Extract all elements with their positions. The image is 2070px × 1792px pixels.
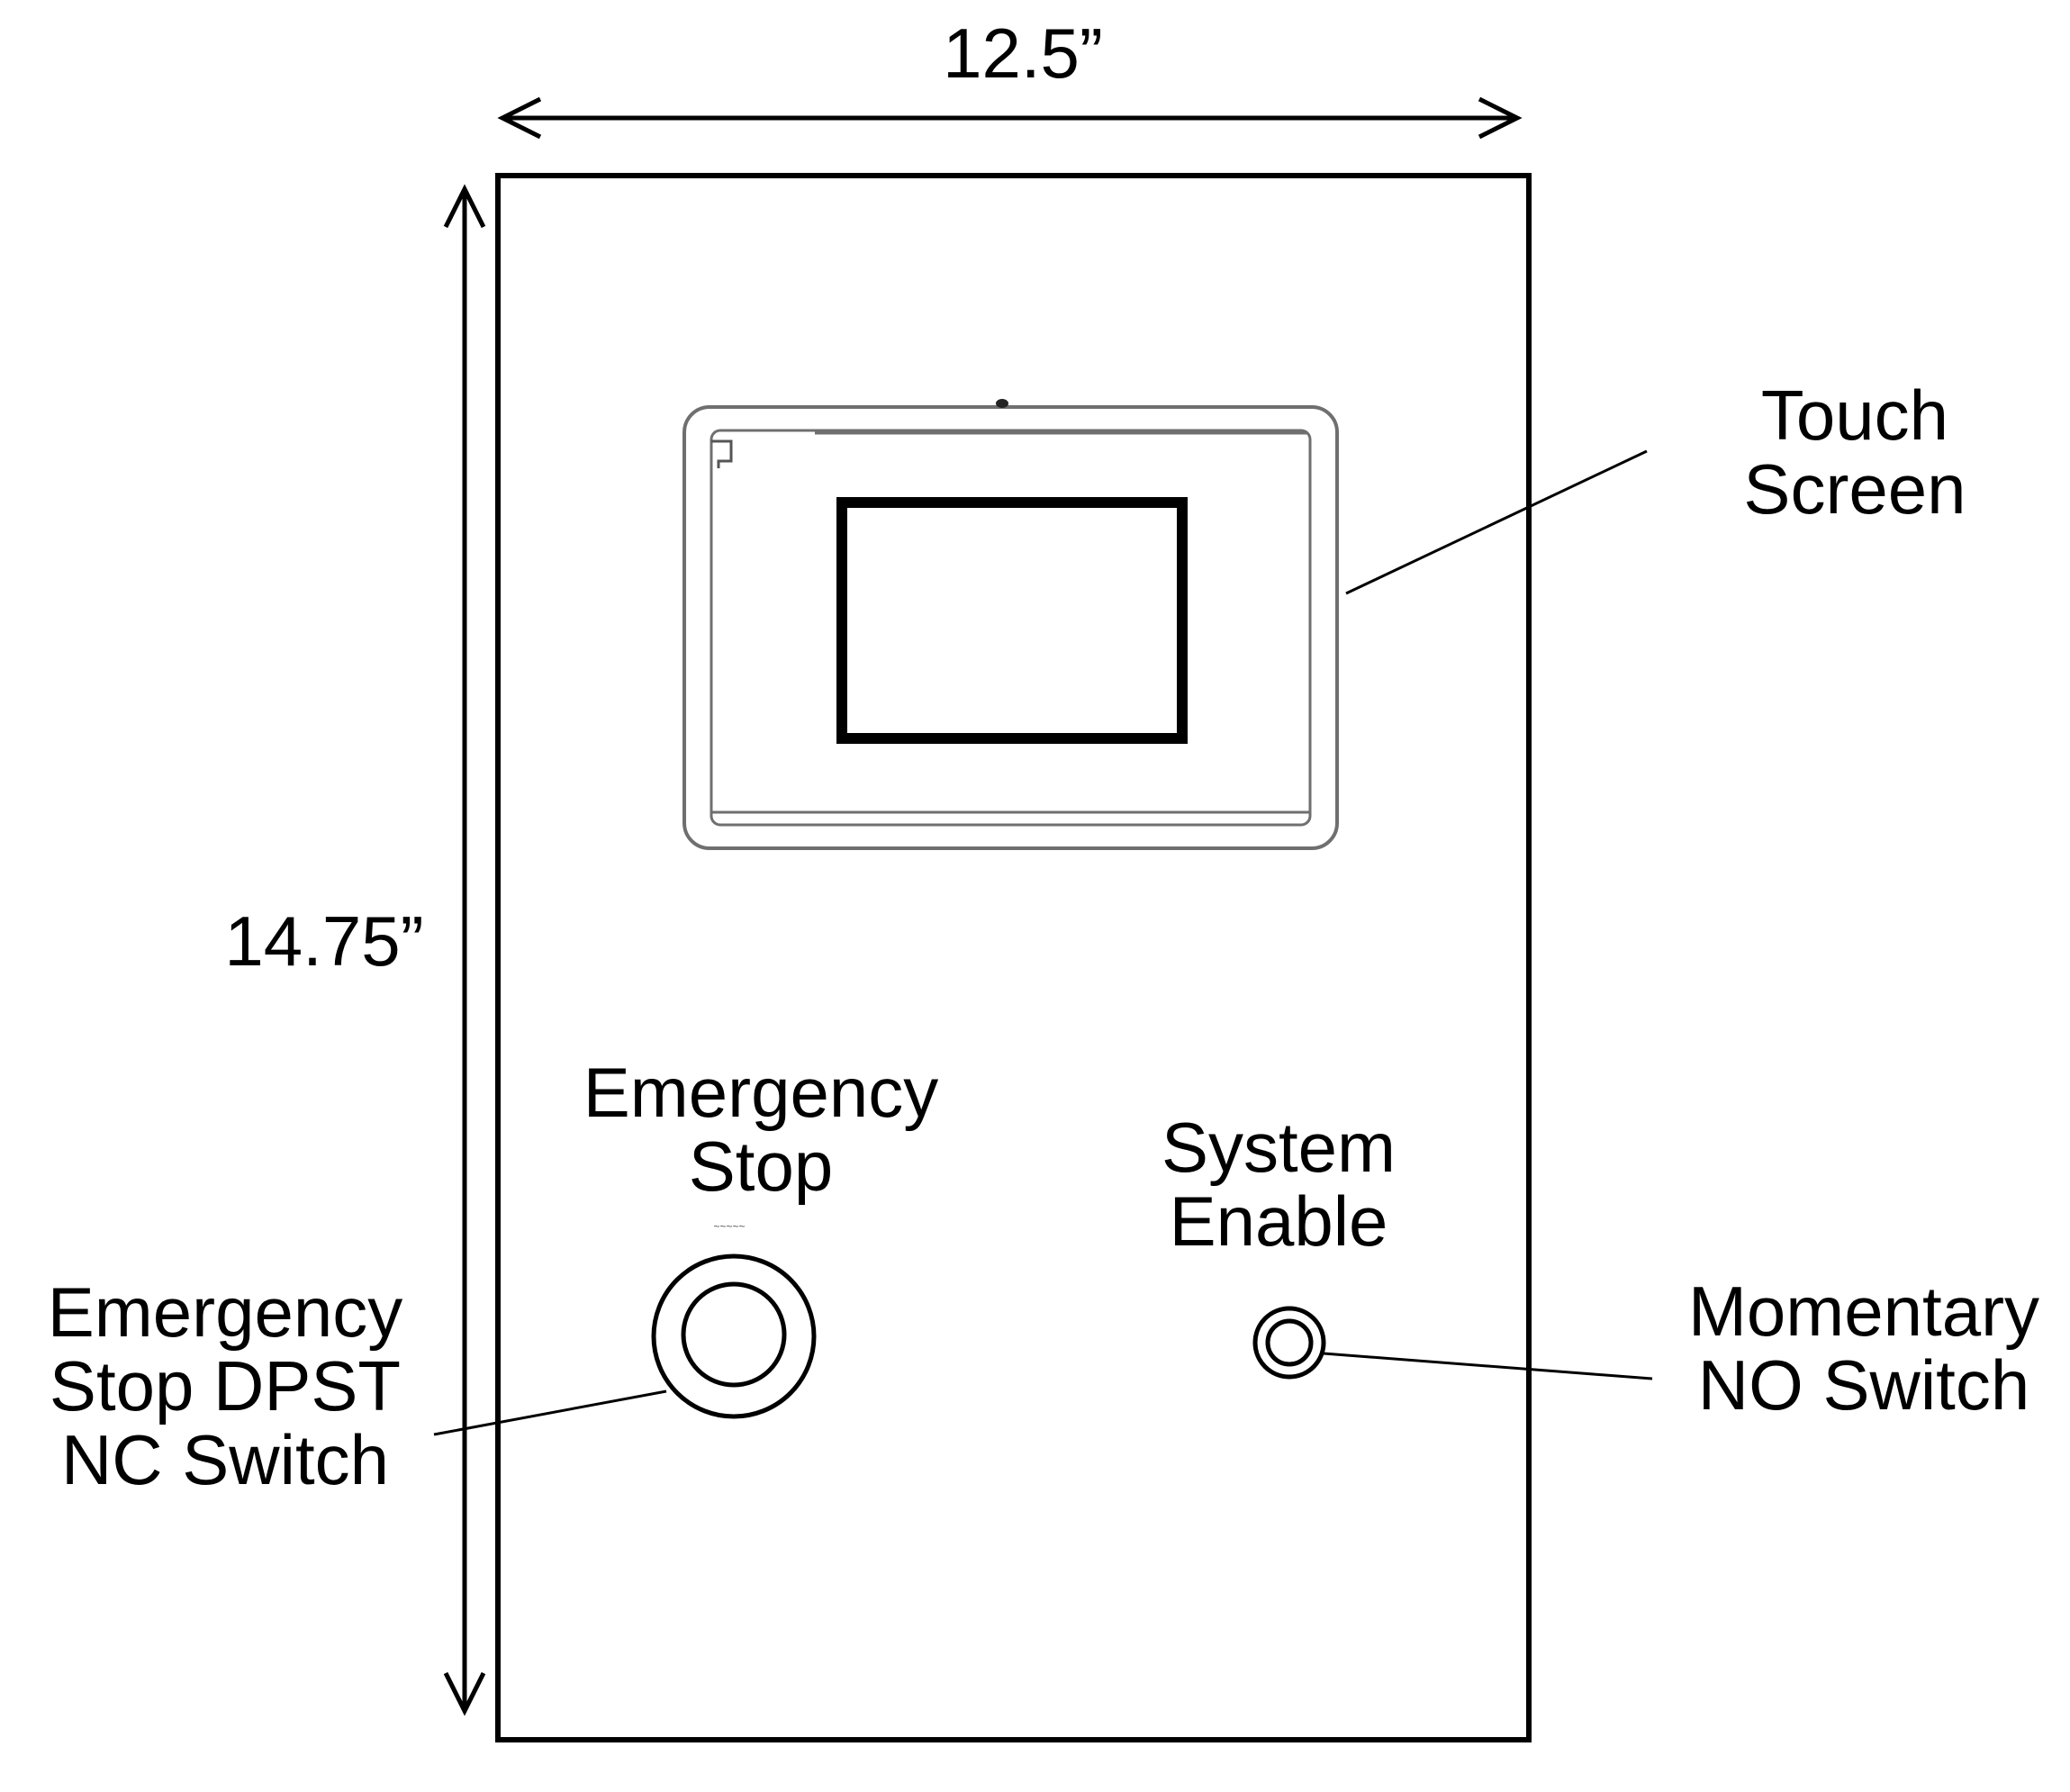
- estop-switch-label-line-2: Stop DPST: [49, 1346, 402, 1425]
- system-enable-label: System Enable: [1116, 1110, 1441, 1258]
- height-dimension-arrow: [443, 184, 486, 1716]
- system-enable-button[interactable]: [1252, 1306, 1326, 1380]
- width-dimension-arrow: [497, 96, 1523, 140]
- system-enable-label-line-2: Enable: [1169, 1181, 1388, 1261]
- estop-switch-leader-line: [433, 1389, 667, 1436]
- estop-switch-label-line-1: Emergency: [47, 1272, 403, 1352]
- estop-switch-label-line-3: NC Switch: [60, 1420, 390, 1499]
- emergency-stop-tiny-label: ~~~~~: [713, 1220, 745, 1233]
- touch-screen-indicator-dot: [996, 399, 1008, 408]
- emergency-stop-label-line-1: Emergency: [583, 1053, 939, 1132]
- emergency-stop-label: Emergency Stop: [549, 1055, 972, 1203]
- touch-screen-corner-mark: [711, 439, 733, 468]
- touch-screen-bezel-inner: [710, 429, 1312, 827]
- momentary-switch-label: Momentary NO Switch: [1666, 1274, 2062, 1422]
- momentary-switch-label-line-2: NO Switch: [1697, 1345, 2030, 1425]
- height-dimension-label: 14.75”: [224, 901, 424, 981]
- touch-screen-leader-line: [1345, 449, 1648, 595]
- system-enable-label-line-1: System: [1161, 1108, 1397, 1187]
- touch-screen-label-line-1: Touch: [1760, 376, 1949, 455]
- estop-switch-label: Emergency Stop DPST NC Switch: [18, 1275, 432, 1497]
- momentary-switch-label-line-1: Momentary: [1687, 1272, 2040, 1351]
- touch-screen-label: Touch Screen: [1693, 378, 2017, 526]
- width-dimension-label: 12.5”: [943, 14, 1103, 93]
- touch-screen-device[interactable]: [682, 399, 1339, 850]
- emergency-stop-label-line-2: Stop: [688, 1127, 834, 1206]
- momentary-switch-leader-line: [1323, 1352, 1653, 1380]
- emergency-stop-button[interactable]: ~~~~~: [651, 1220, 817, 1419]
- touch-screen-display[interactable]: [836, 497, 1188, 744]
- touch-screen-label-line-2: Screen: [1743, 449, 1966, 529]
